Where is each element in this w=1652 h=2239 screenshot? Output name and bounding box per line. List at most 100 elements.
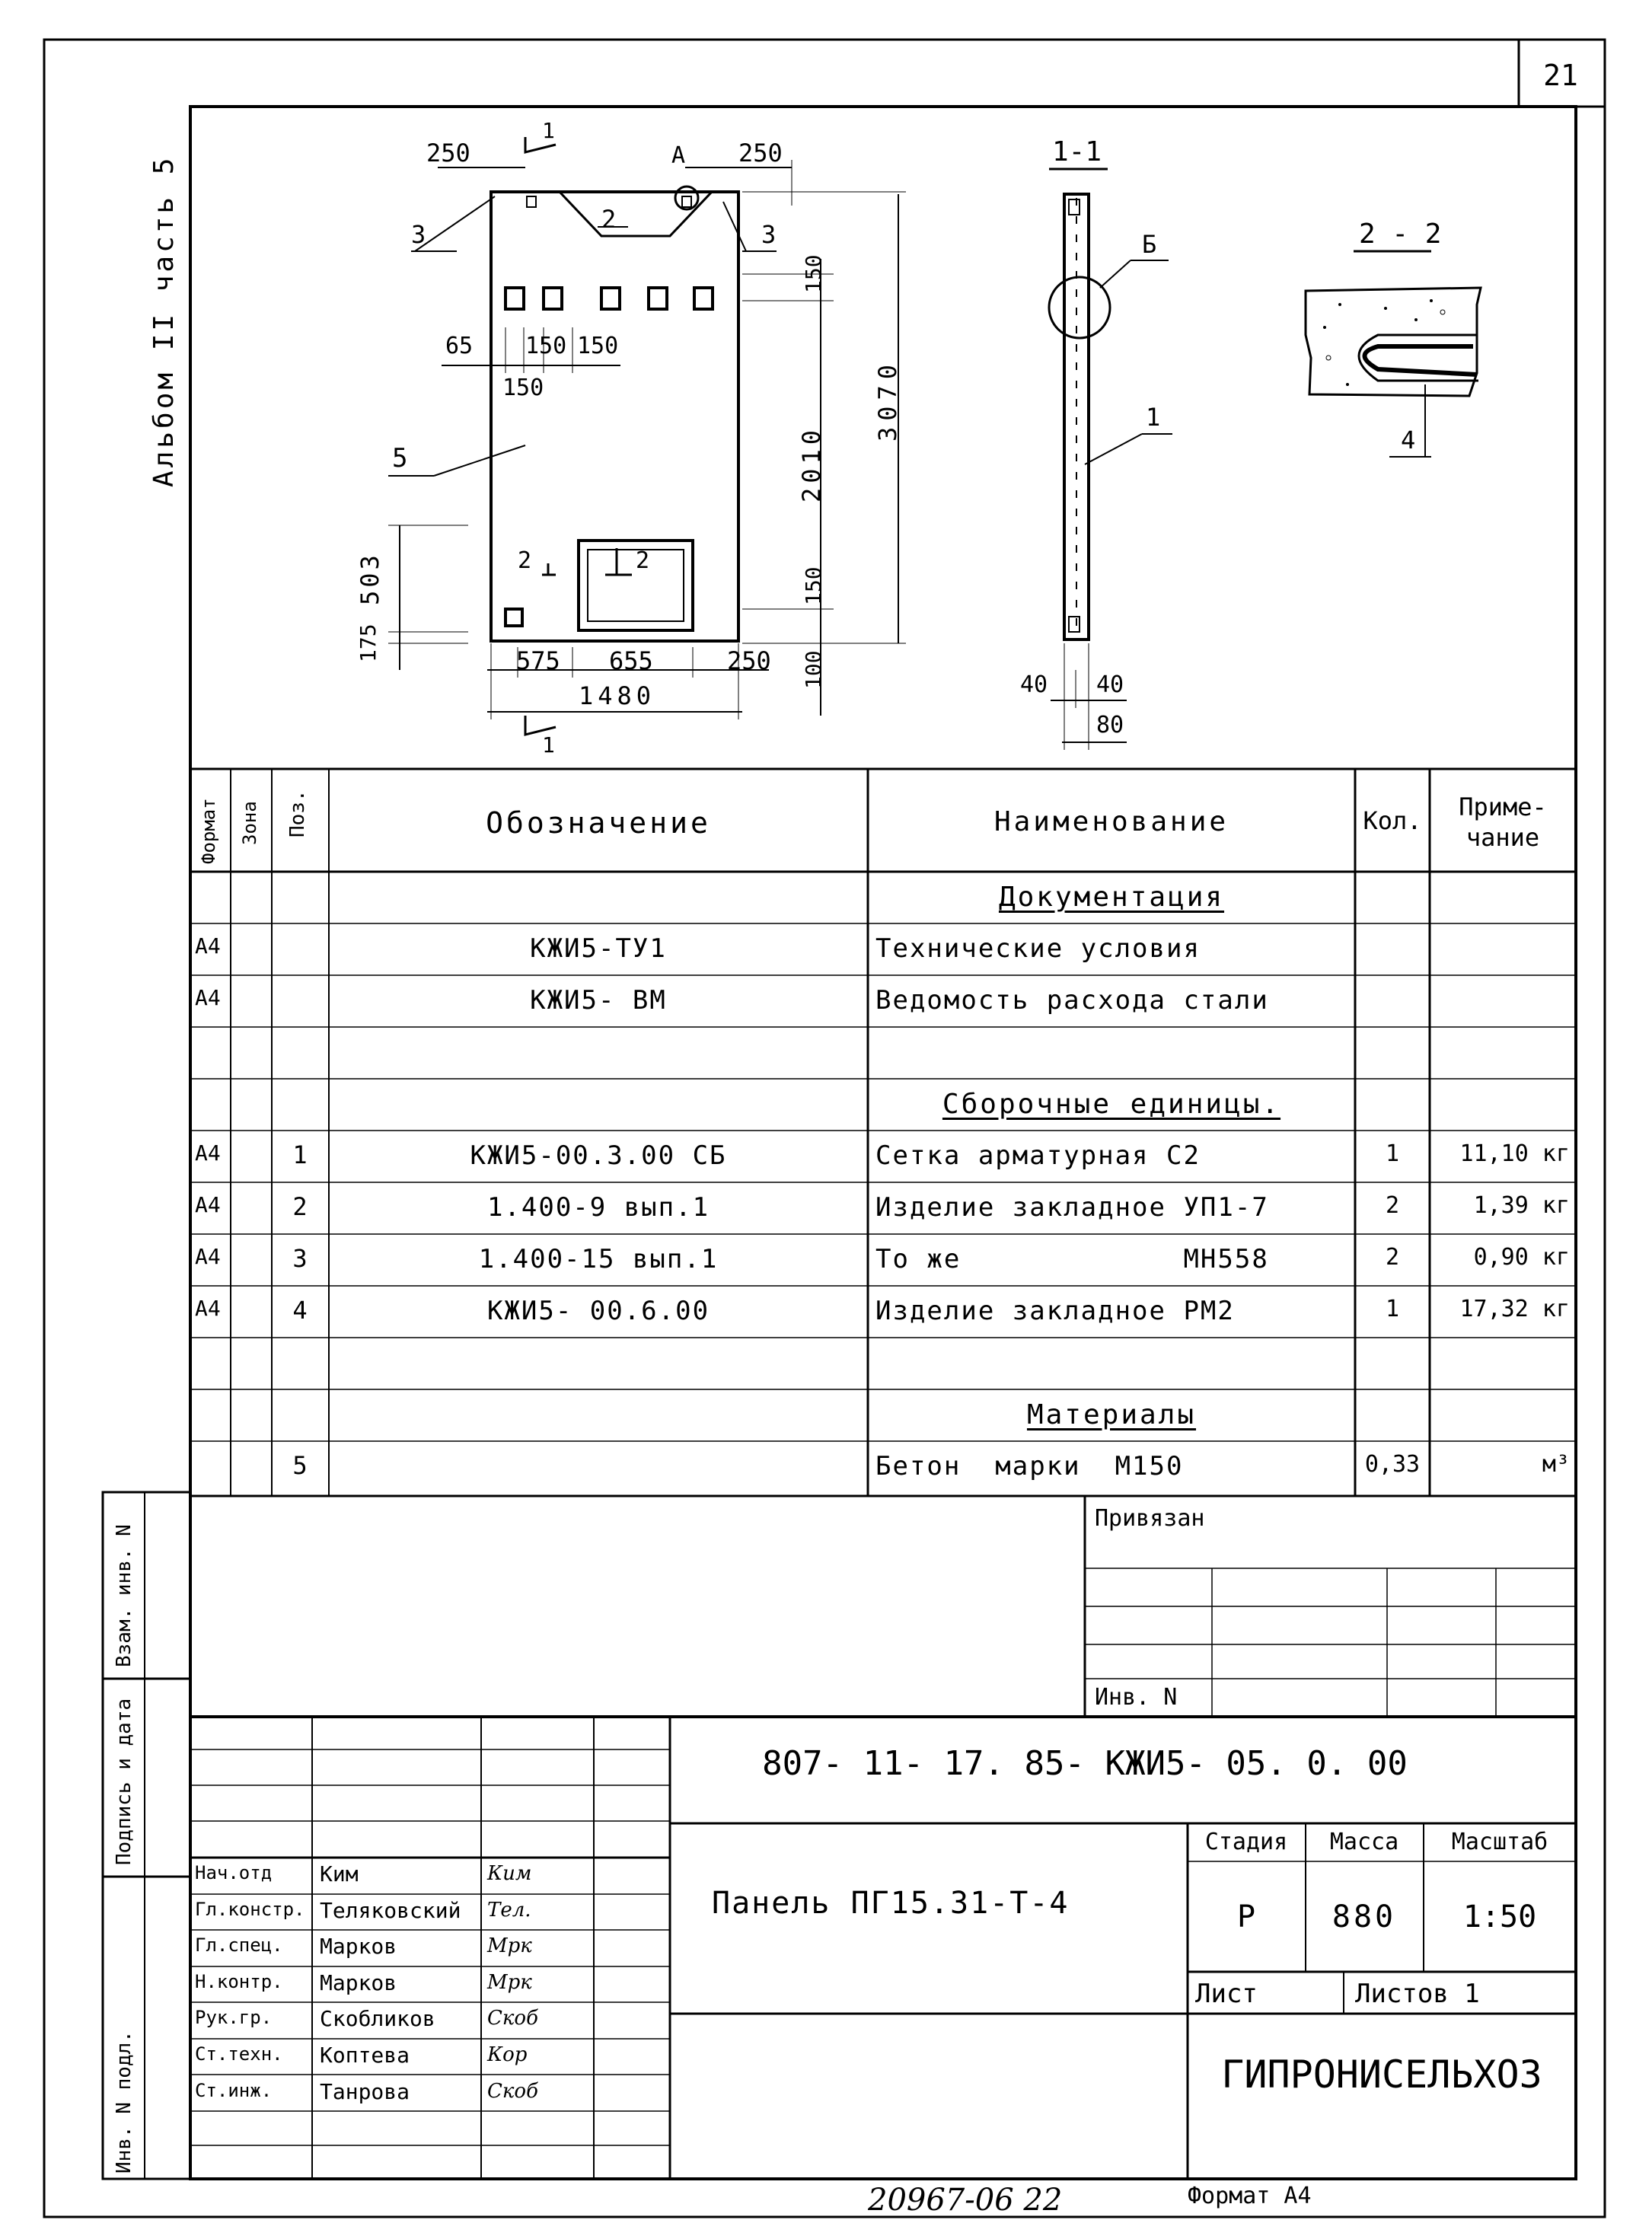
detail-b-label: Б: [1142, 230, 1157, 259]
spec-note: 17,32 кг: [1459, 1296, 1571, 1322]
document-code: 807- 11- 17. 85- КЖИ5- 05. 0. 00: [762, 1744, 1408, 1783]
dim-top-right: 250: [738, 139, 783, 167]
sheets-label: Листов 1: [1355, 1979, 1480, 2009]
callout-2: 2: [601, 205, 617, 234]
header-pos: Поз.: [286, 789, 309, 837]
section-mark-top: 1: [542, 118, 555, 143]
header-designation: Обозначение: [486, 806, 711, 840]
spec-name: Сетка арматурная С2: [875, 1140, 1201, 1171]
spec-qty: 1: [1385, 1140, 1400, 1167]
staff-sig: Скоб: [487, 2080, 538, 2103]
spec-qty: 2: [1385, 1244, 1400, 1271]
dim-bottom-655: 655: [609, 646, 653, 675]
header-note: Приме- чание: [1459, 793, 1547, 852]
format-label: Формат А4: [1188, 2183, 1312, 2209]
mass-value: 880: [1331, 1899, 1397, 1934]
dim-right-150-bottom: 150: [801, 566, 826, 605]
dim-right-2010: 2010: [797, 425, 826, 502]
staff-name: Скобликов: [320, 2006, 435, 2031]
staff-role: Гл.констр.: [195, 1899, 305, 1920]
binding-label: Привязан: [1095, 1505, 1205, 1532]
staff-role: Ст.техн.: [195, 2043, 283, 2065]
callout-3-right: 3: [761, 220, 777, 249]
spec-name: Сборочные единицы.: [942, 1089, 1281, 1120]
archive-number: 20967-06 22: [868, 2183, 1063, 2218]
spec-format: А4: [195, 1192, 221, 1217]
spec-name: Материалы: [1026, 1399, 1197, 1430]
stamp-vzam: Взам. инв. N: [113, 1524, 136, 1667]
section-1-1-title: 1-1: [1052, 136, 1102, 167]
spec-qty: 0,33: [1364, 1451, 1421, 1478]
section-mark-bottom: 1: [542, 732, 555, 757]
staff-sig: Мрк: [487, 1971, 532, 1994]
staff-sig: Мрк: [487, 1934, 532, 1957]
spec-pos: 5: [292, 1451, 308, 1480]
spec-name: Ведомость расхода стали: [875, 985, 1269, 1016]
staff-name: Коптева: [320, 2043, 410, 2068]
stamp-podpis: Подпись и дата: [113, 1698, 136, 1865]
spec-note: м³: [1542, 1451, 1570, 1478]
callout-3-left: 3: [411, 220, 426, 249]
spec-pos: 2: [292, 1192, 308, 1221]
staff-sig: Скоб: [487, 2007, 538, 2030]
album-label: Альбом II часть 5: [148, 155, 180, 487]
spec-name: Бетон марки М150: [875, 1451, 1184, 1482]
spec-format: А4: [195, 933, 221, 958]
spec-designation: КЖИ5-00.3.00 СБ: [470, 1140, 727, 1171]
detail-a-label: A: [671, 142, 686, 169]
sheet-label: Лист: [1195, 1979, 1258, 2009]
spec-note: 1,39 кг: [1473, 1192, 1570, 1219]
spec-name: То же МН558: [875, 1244, 1269, 1274]
spec-name: Изделие закладное УП1-7: [875, 1192, 1269, 1223]
spec-pos: 1: [292, 1140, 308, 1169]
spec-note: 11,10 кг: [1459, 1140, 1571, 1167]
dim-left-175: 175: [356, 624, 381, 662]
spec-designation: КЖИ5- ВМ: [530, 985, 667, 1016]
spec-qty: 2: [1385, 1192, 1400, 1219]
mass-label: Масса: [1329, 1829, 1399, 1855]
dim-150-a: 150: [525, 333, 567, 359]
header-zone: Зона: [239, 801, 260, 845]
object-name: Панель ПГ15.31-Т-4: [712, 1886, 1070, 1921]
staff-name: Танрова: [320, 2079, 410, 2104]
spec-pos: 4: [292, 1296, 308, 1325]
staff-name: Марков: [320, 1934, 397, 1959]
organization: ГИПРОНИСЕЛЬХОЗ: [1221, 2052, 1542, 2097]
dim-top-left: 250: [426, 139, 470, 167]
staff-sig: Тел.: [487, 1899, 531, 1922]
staff-sig: Кор: [487, 2043, 528, 2066]
dim-bottom-250: 250: [727, 646, 771, 675]
spec-name: Изделие закладное РМ2: [875, 1296, 1235, 1326]
inv-label: Инв. N: [1095, 1684, 1178, 1711]
dim-right-100: 100: [801, 650, 826, 689]
scale-label: Масштаб: [1451, 1829, 1548, 1855]
stage-label: Стадия: [1204, 1829, 1288, 1855]
staff-role: Н.контр.: [195, 1971, 283, 1992]
staff-role: Рук.гр.: [195, 2007, 273, 2028]
staff-sig: Ким: [487, 1862, 532, 1885]
dim-80: 80: [1096, 712, 1124, 738]
staff-name: Марков: [320, 1970, 397, 1995]
dim-150-b: 150: [577, 333, 619, 359]
dim-right-150-top: 150: [801, 254, 826, 293]
dim-65: 65: [445, 333, 474, 359]
stamp-inv-podl: Инв. N подл.: [113, 2030, 136, 2174]
dim-150-c: 150: [502, 375, 544, 401]
header-name: Наименование: [993, 806, 1229, 837]
spec-designation: 1.400-9 вып.1: [486, 1192, 710, 1223]
section-1-1-callout: 1: [1146, 403, 1161, 432]
dim-left-503: 503: [356, 552, 384, 605]
callout-5: 5: [392, 443, 408, 474]
page-number: 21: [1543, 59, 1578, 92]
staff-role: Гл.спец.: [195, 1934, 283, 1956]
section-2-mark-right: 2: [636, 547, 650, 574]
section-2-2-callout: 4: [1401, 426, 1416, 454]
dim-total-height: 3070: [873, 358, 902, 442]
staff-name: Теляковский: [320, 1898, 461, 1923]
stage-value: Р: [1236, 1899, 1256, 1934]
scale-value: 1:50: [1462, 1899, 1537, 1934]
dim-total-width: 1480: [579, 681, 656, 710]
section-2-mark-left: 2: [518, 547, 532, 574]
spec-pos: 3: [292, 1244, 308, 1273]
